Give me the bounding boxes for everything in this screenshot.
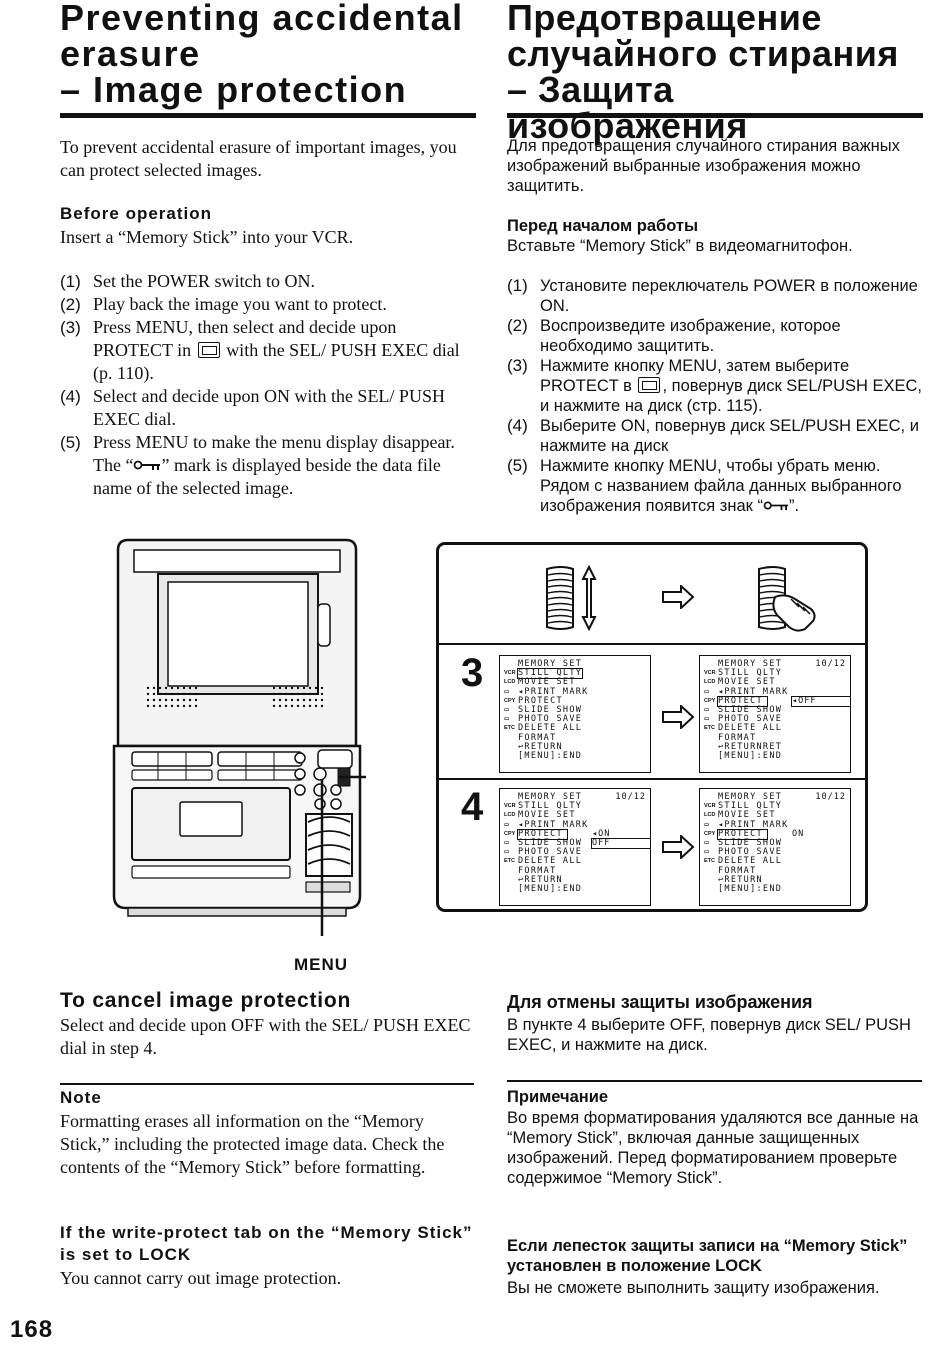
note-text-en: Formatting erases all information on the… [60,1111,445,1177]
tape-icon: ▭ [704,706,710,713]
step-item: (5)Нажмите кнопку MENU, чтобы убрать мен… [507,456,902,515]
title-rule [60,113,476,118]
camera-icon: ▭ [704,849,710,856]
memory-stick-icon: ▭ [504,821,510,828]
step-item: (3)Press MENU, then select and decide up… [60,317,460,383]
step-item: (1)Установите переключатель POWER в поло… [507,276,918,315]
right-arrow-icon [662,585,695,609]
cancel-text-en: Select and decide upon OFF with the SEL/… [60,1015,471,1058]
steps-en: (1)Set the POWER switch to ON. (2)Play b… [60,270,476,500]
title-line: – Image protection [60,69,408,110]
page-number: 168 [10,1316,54,1343]
step-3-label: 3 [461,651,484,695]
intro-ru: Для предотвращения случайного стирания в… [507,137,900,195]
cancel-heading-en: To cancel image protection [60,989,352,1012]
tape-icon: ▭ [504,706,510,713]
memory-stick-menu-icon [197,342,220,358]
lock-text-ru: Вы не сможете выполнить защиту изображен… [507,1279,880,1297]
step-item: (4)Select and decide upon ON with the SE… [60,386,445,429]
before-heading-ru: Перед началом работы [507,217,699,235]
title-line: erasure [60,33,201,74]
camera-icon: ▭ [704,716,710,723]
memory-stick-menu-icon [638,377,661,393]
memory-stick-icon: ▭ [704,821,710,828]
step-item: (2)Play back the image you want to prote… [60,294,387,314]
lock-text-en: You cannot carry out image protection. [60,1268,342,1288]
tape-icon: ▭ [704,839,710,846]
steps-ru: (1)Установите переключатель POWER в поло… [507,276,925,516]
lock-heading-ru: Если лепесток защиты записи на “Memory S… [507,1237,908,1275]
title-line: – Защита изображения [507,69,748,146]
note-heading-en: Note [60,1088,102,1107]
step-item: (2)Воспроизведите изображение, которое н… [507,316,841,355]
tape-icon: ▭ [504,839,510,846]
vcr-device-illustration [112,538,366,936]
right-arrow-icon [662,835,695,859]
note-rule [507,1080,922,1082]
note-text-ru: Во время форматирования удаляются все да… [507,1109,919,1187]
panel-divider [439,778,865,780]
key-icon [763,501,788,511]
page-title-en: Preventing accidental erasure – Image pr… [60,0,476,108]
page-title-ru: Предотвращение случайного стирания – Защ… [507,0,925,144]
memory-stick-icon: ▭ [504,688,510,695]
title-rule [507,113,923,118]
note-rule [60,1083,474,1085]
right-arrow-icon [662,705,695,729]
cancel-heading-ru: Для отмены защиты изображения [507,992,813,1012]
cancel-text-ru: В пункте 4 выберите OFF, повернув диск S… [507,1016,911,1054]
step-item: (4)Выберите ON, повернув диск SEL/PUSH E… [507,416,919,455]
before-heading-en: Before operation [60,204,213,223]
key-icon [134,460,161,470]
intro-en: To prevent accidental erasure of importa… [60,137,457,180]
lock-heading-en: If the write-protect tab on the “Memory … [60,1223,473,1264]
camera-icon: ▭ [504,716,510,723]
before-text-en: Insert a “Memory Stick” into your VCR. [60,227,354,247]
title-line: Предотвращение [507,0,822,38]
title-line: случайного стирания [507,33,899,74]
note-heading-ru: Примечание [507,1088,609,1106]
before-text-ru: Вставьте “Memory Stick” в видеомагнитофо… [507,237,853,255]
camera-icon: ▭ [504,849,510,856]
dial-press-icon [758,566,816,632]
memory-stick-icon: ▭ [704,688,710,695]
dial-rotate-icon [546,564,597,632]
menu-button-label: MENU [294,955,349,974]
panel-divider [439,643,865,645]
step-4-label: 4 [461,785,484,829]
step-item: (1)Set the POWER switch to ON. [60,271,315,291]
step-item: (3)Нажмите кнопку MENU, затем выберите P… [507,356,923,415]
step-item: (5)Press MENU to make the menu display d… [60,432,455,498]
title-line: Preventing accidental [60,0,464,38]
